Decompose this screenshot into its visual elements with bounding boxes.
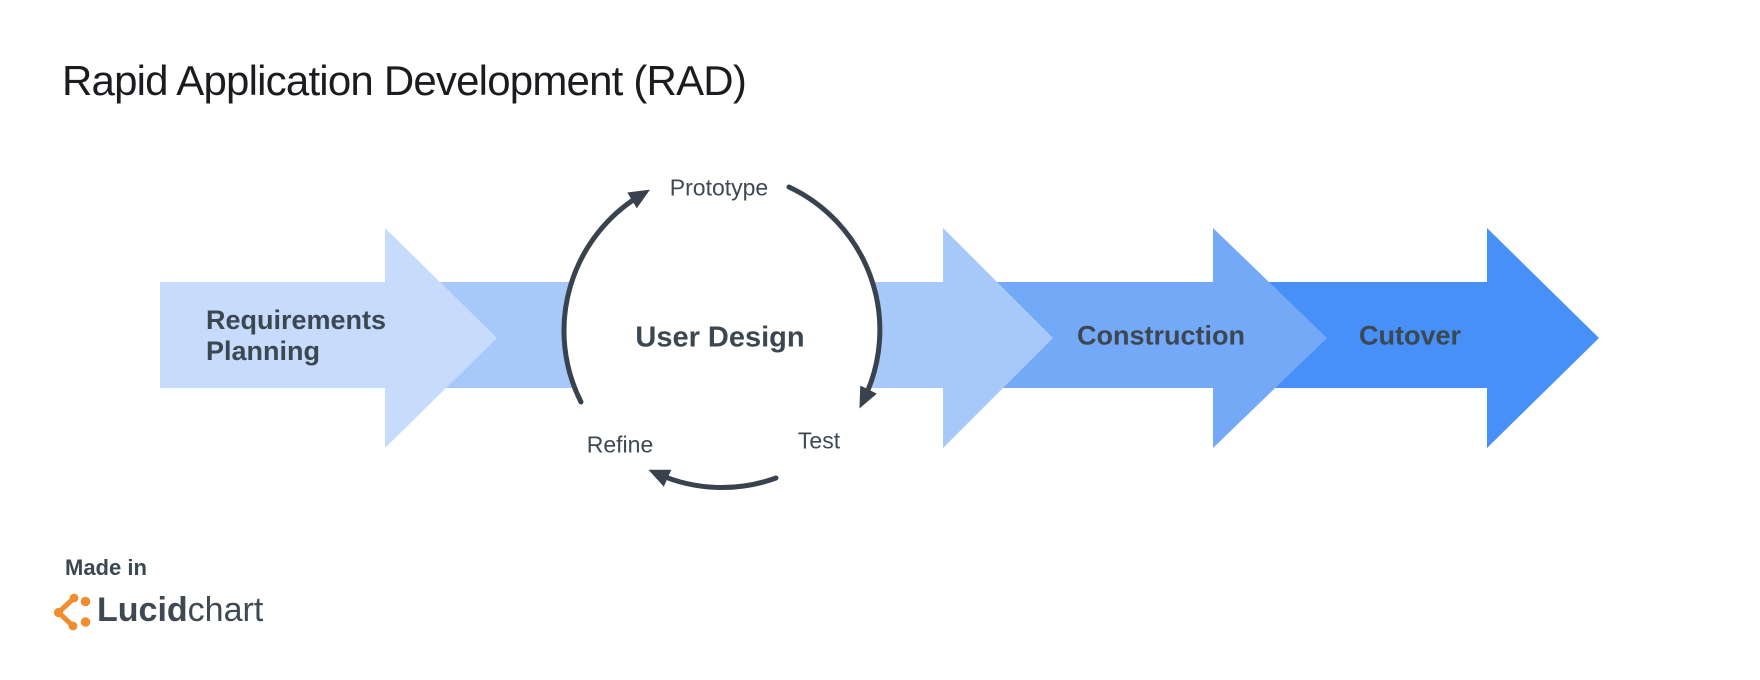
stage-label-requirements-planning: Requirements Planning bbox=[206, 305, 387, 366]
lucidchart-wordmark: Lucidchart bbox=[97, 591, 263, 630]
lucidchart-logo-icon bbox=[53, 593, 91, 631]
cycle-arc-right bbox=[786, 184, 883, 409]
cycle-circle-background bbox=[564, 172, 880, 488]
cycle-step-refine: Refine bbox=[586, 431, 654, 458]
lucidchart-wordmark-bold: Lucid bbox=[97, 591, 188, 629]
cycle-arc-left bbox=[561, 189, 651, 405]
cycle-arc-bottom bbox=[648, 469, 779, 490]
lucidchart-wordmark-regular: chart bbox=[187, 591, 264, 629]
stage-label-construction: Construction bbox=[1077, 320, 1245, 351]
stage-arrow-requirements-planning bbox=[160, 228, 497, 448]
stage-arrow-construction bbox=[960, 228, 1327, 448]
stage-label-user-design: User Design bbox=[635, 321, 805, 354]
made-in-label: Made in bbox=[65, 555, 147, 580]
cycle-step-prototype: Prototype bbox=[669, 174, 769, 201]
cycle-step-test: Test bbox=[797, 427, 841, 454]
page-title: Rapid Application Development (RAD) bbox=[62, 57, 747, 104]
stage-arrow-cutover bbox=[1240, 228, 1599, 448]
stage-label-cutover: Cutover bbox=[1358, 320, 1462, 351]
